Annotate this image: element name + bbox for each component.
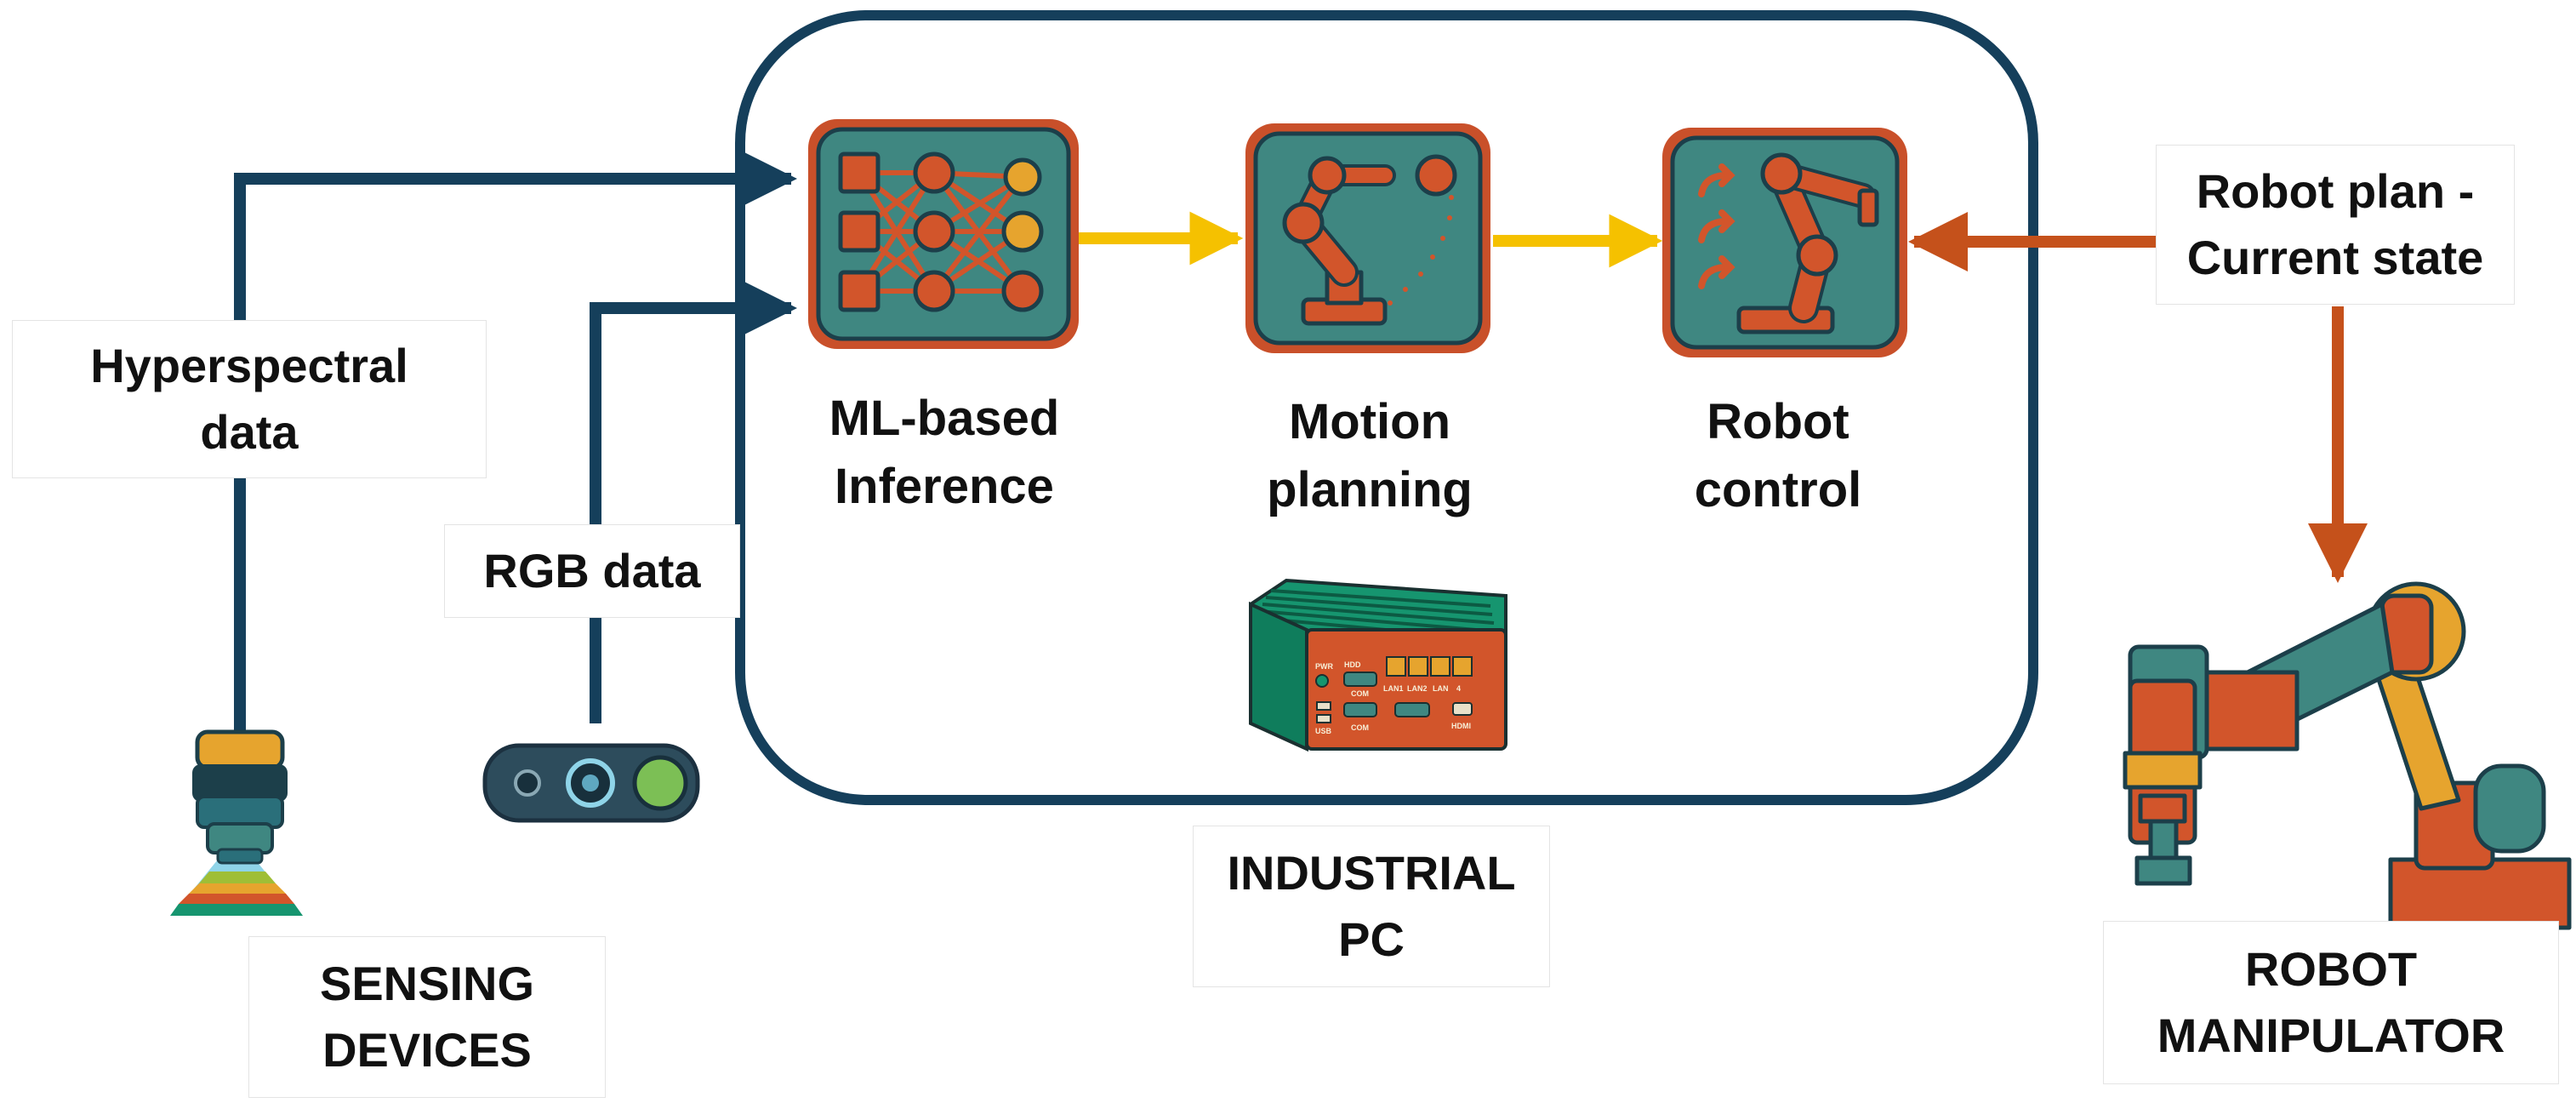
- motion-planning-caption: Motion planning: [1217, 388, 1523, 524]
- hyperspectral-data-label: Hyperspectral data: [12, 320, 487, 478]
- motion-line-1: Motion: [1288, 394, 1451, 449]
- robot-manipulator-line-1: ROBOT: [2244, 942, 2418, 996]
- hyperspectral-camera-icon: [170, 729, 303, 916]
- port-label-com2: COM: [1351, 723, 1369, 732]
- ml-inference-caption: ML-based Inference: [791, 385, 1097, 521]
- industrial-pc-icon: PWR HDD COM LAN1 LAN2 LAN 4 USB COM HDMI: [1249, 578, 1507, 752]
- ml-line-2: Inference: [835, 459, 1054, 514]
- port-label-com: COM: [1351, 689, 1369, 698]
- robot-manipulator-line-2: MANIPULATOR: [2157, 1009, 2505, 1062]
- control-line-2: control: [1694, 462, 1862, 517]
- robot-arm-control-icon: [1662, 128, 1907, 357]
- sensing-devices-label: SENSING DEVICES: [248, 936, 606, 1098]
- hyperspectral-line-2: data: [200, 405, 299, 459]
- ml-line-1: ML-based: [829, 391, 1060, 446]
- port-label-lan4: 4: [1456, 684, 1461, 693]
- control-line-1: Robot: [1707, 394, 1849, 449]
- sensing-line-1: SENSING: [319, 957, 535, 1010]
- robot-plan-line-2: Current state: [2186, 231, 2484, 284]
- robot-plan-label: Robot plan - Current state: [2156, 145, 2515, 305]
- sensing-line-2: DEVICES: [322, 1023, 532, 1077]
- robot-manipulator-icon: [2123, 581, 2572, 930]
- robot-plan-line-1: Robot plan -: [2196, 164, 2475, 218]
- rgb-data-label: RGB data: [444, 524, 740, 618]
- robot-arm-path-icon: [1245, 123, 1490, 353]
- port-label-lan2: LAN2: [1407, 684, 1428, 693]
- port-label-lan1: LAN1: [1383, 684, 1404, 693]
- hyperspectral-arrow: [234, 149, 797, 732]
- industrial-pc-line-2: PC: [1338, 912, 1405, 966]
- rgb-data-text: RGB data: [483, 544, 701, 597]
- port-label-lan3: LAN: [1433, 684, 1449, 693]
- neural-network-icon: [808, 119, 1079, 349]
- port-label-hdmi: HDMI: [1451, 722, 1471, 730]
- port-label-usb: USB: [1315, 727, 1332, 735]
- robot-manipulator-label: ROBOT MANIPULATOR: [2103, 921, 2559, 1084]
- industrial-pc-label: INDUSTRIAL PC: [1193, 826, 1550, 987]
- port-label-hdd: HDD: [1344, 660, 1361, 669]
- rgb-camera-icon: [482, 743, 700, 823]
- industrial-pc-line-1: INDUSTRIAL: [1227, 846, 1516, 900]
- port-label-pwr: PWR: [1315, 662, 1333, 671]
- hyperspectral-line-1: Hyperspectral: [90, 339, 408, 392]
- rgb-arrow: [590, 278, 797, 723]
- industrial-pc-container: [735, 10, 2038, 805]
- robot-control-caption: Robot control: [1625, 388, 1931, 524]
- motion-line-2: planning: [1267, 462, 1473, 517]
